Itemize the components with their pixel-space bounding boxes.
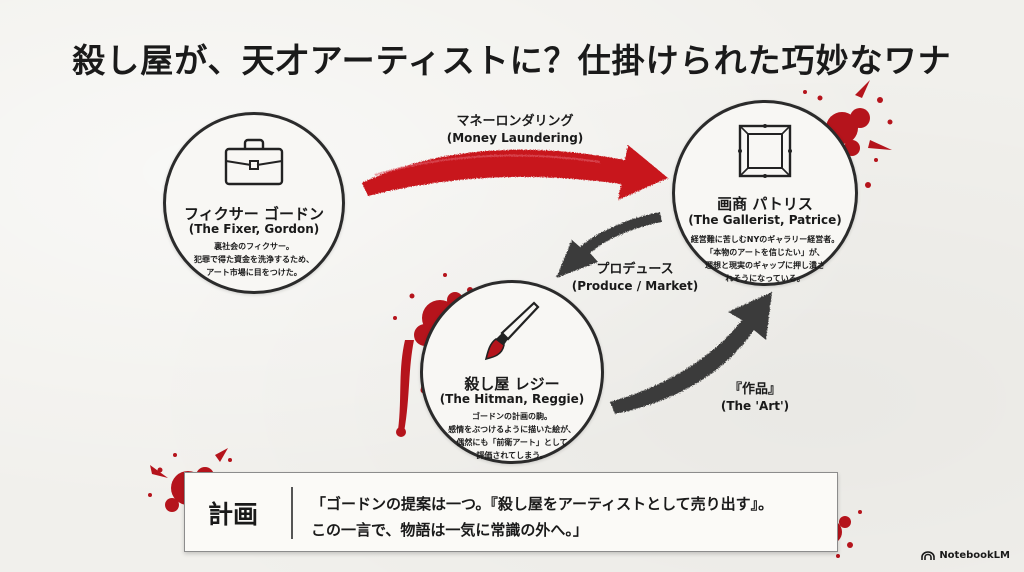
node-hitman: 殺し屋 レジー (The Hitman, Reggie) ゴードンの計画の駒。 … [420,280,604,464]
plan-text: 「ゴードンの提案は一つ。『殺し屋をアーティストとして売り出す』。 この一言で、物… [311,491,773,543]
edge-label-money: マネーロンダリング (Money Laundering) [430,110,600,145]
node-fixer-desc: 裏社会のフィクサー。 犯罪で得た資金を洗浄するため、 アート市場に目をつけた。 [176,240,332,279]
node-hitman-name-en: (The Hitman, Reggie) [439,392,585,406]
brand-watermark: NotebookLM [921,550,1010,561]
node-gallerist-desc: 経営難に苦しむNYのギャラリー経営者。 「本物のアートを信じたい」が、 理想と現… [681,233,849,285]
node-fixer-name-en: (The Fixer, Gordon) [188,222,320,236]
edge-produce-label: プロデュース [596,262,674,277]
node-gallerist: 画商 パトリス (The Gallerist, Patrice) 経営難に苦しむ… [672,100,858,286]
plan-box: 計画 「ゴードンの提案は一つ。『殺し屋をアーティストとして売り出す』。 この一言… [184,472,838,552]
plan-label: 計画 [208,500,259,529]
edge-produce-label-en: (Produce / Market) [571,279,699,293]
notebooklm-logo-icon [921,550,936,560]
edge-art-label-en: (The 'Art') [720,399,790,413]
edge-money-label: マネーロンダリング [456,114,574,129]
desc-line: 感情をぶつけるように描いた絵が、 [448,425,576,434]
paintbrush-icon [423,299,601,363]
plan-line: 「ゴードンの提案は一つ。『殺し屋をアーティストとして売り出す』。 [311,495,774,513]
desc-line: 偶然にも「前衛アート」として [456,438,568,447]
picture-frame-icon [675,123,855,179]
desc-line: 理想と現実のギャップに押し潰さ [705,261,825,270]
plan-line: この一言で、物語は一気に常識の外へ。」 [311,521,588,539]
brand-name: NotebookLM [939,550,1010,561]
desc-line: 犯罪で得た資金を洗浄するため、 [194,255,314,264]
node-hitman-name: 殺し屋 レジー [464,375,560,393]
node-fixer-name: フィクサー ゴードン [184,205,324,223]
desc-line: 経営難に苦しむNYのギャラリー経営者。 [690,235,840,244]
desc-line: 評価されてしまう。 [476,451,548,460]
desc-line: 「本物のアートを信じたい」が、 [705,248,825,257]
page-title: 殺し屋が、天才アーティストに？仕掛けられた巧妙なワナ [72,41,952,80]
desc-line: ゴードンの計画の駒。 [472,412,552,421]
money-arrow [362,145,668,200]
plan-divider [291,487,293,539]
node-fixer: フィクサー ゴードン (The Fixer, Gordon) 裏社会のフィクサー… [163,112,345,294]
produce-arrow [556,212,662,278]
art-arrow [610,292,772,414]
node-gallerist-name-en: (The Gallerist, Patrice) [688,213,842,227]
edge-art-label: 『作品』 [728,382,781,397]
edge-label-produce: プロデュース (Produce / Market) [570,258,700,293]
desc-line: れそうになっている。 [725,274,805,283]
desc-line: 裏社会のフィクサー。 [214,242,294,251]
desc-line: アート市場に目をつけた。 [206,268,302,277]
edge-label-art: 『作品』 (The 'Art') [715,378,795,413]
briefcase-icon [166,135,342,187]
edge-money-label-en: (Money Laundering) [446,131,584,145]
node-hitman-desc: ゴードンの計画の駒。 感情をぶつけるように描いた絵が、 偶然にも「前衛アート」と… [433,410,591,462]
node-gallerist-name: 画商 パトリス [717,195,813,213]
